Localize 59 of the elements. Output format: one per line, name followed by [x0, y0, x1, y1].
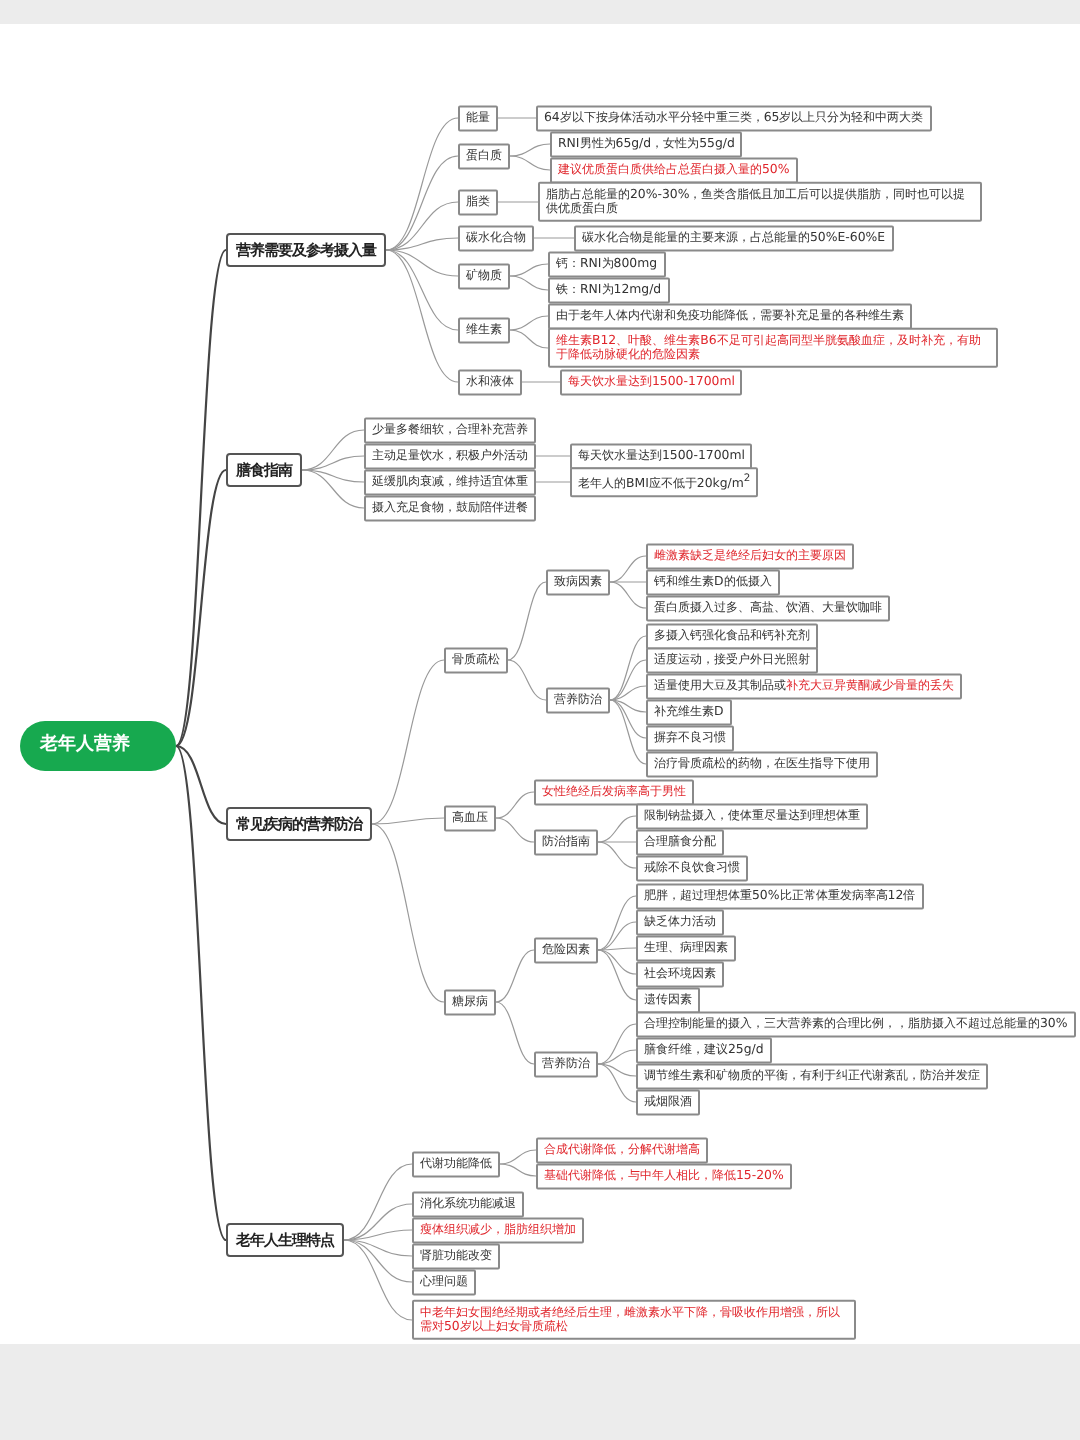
connector-line [609, 699, 647, 713]
connector-line [175, 249, 227, 747]
connector-line [509, 329, 549, 349]
connector-line [609, 635, 647, 701]
connector-line [609, 581, 647, 609]
connector-line [385, 117, 459, 251]
connector-line [499, 1149, 537, 1165]
connector-line [597, 1063, 637, 1103]
connector-line [597, 841, 637, 869]
connector-line [609, 699, 647, 765]
connector-line [497, 201, 539, 203]
connector-line [301, 455, 365, 471]
connector-line [507, 659, 547, 701]
connector-line [509, 155, 551, 171]
connector-line [371, 659, 445, 825]
connector-line [609, 699, 647, 739]
connector-line [609, 581, 647, 583]
connector-line [609, 685, 647, 701]
connector-line [509, 275, 549, 291]
connector-line [301, 469, 365, 483]
connector-line [535, 481, 571, 483]
connector-line [385, 249, 459, 331]
connector-line [495, 817, 535, 843]
connector-line [175, 744, 227, 826]
connector-line [497, 117, 537, 119]
connector-line [535, 455, 571, 457]
connector-line [343, 1239, 413, 1257]
connector-line [371, 817, 445, 825]
connector-line [509, 315, 549, 331]
connector-line [495, 1001, 535, 1065]
connector-line [597, 949, 637, 975]
connector-line [609, 555, 647, 583]
connector-line [175, 469, 227, 747]
connector-line [175, 745, 227, 1241]
connector-line [609, 659, 647, 701]
connector-line [371, 823, 445, 1003]
connector-line [533, 237, 575, 239]
connector-line [597, 1023, 637, 1065]
connector-line [597, 815, 637, 843]
connector-line [301, 469, 365, 509]
connector-line [343, 1239, 413, 1321]
connector-line [509, 143, 551, 157]
connector-line [597, 947, 637, 951]
connector-line [597, 1049, 637, 1065]
connector-line [597, 1063, 637, 1077]
connector-line [495, 949, 535, 1003]
connector-line [597, 895, 637, 951]
connector-line [509, 263, 549, 277]
connector-line [385, 249, 459, 277]
connector-line [507, 581, 547, 661]
central-topic: 老年人营养 [20, 721, 176, 771]
connector-line [597, 841, 637, 843]
connector-line [499, 1163, 537, 1177]
connector-line [597, 949, 637, 1001]
connector-line [385, 155, 459, 251]
connector-line [495, 791, 535, 819]
connector-line [385, 249, 459, 383]
connector-line [597, 921, 637, 951]
connector-line [521, 381, 561, 383]
